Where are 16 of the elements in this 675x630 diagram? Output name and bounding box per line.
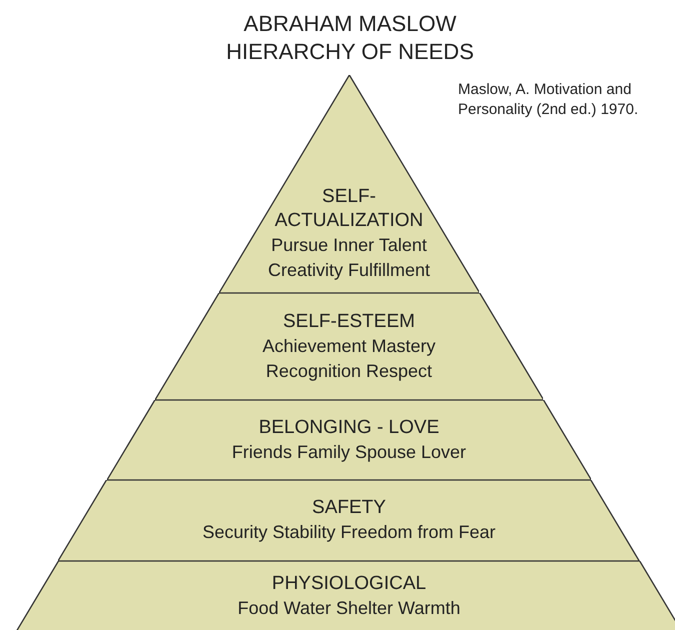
level-title: SELF-ACTUALIZATION: [274, 185, 424, 233]
level-description: Achievement Mastery Recognition Respect: [261, 334, 437, 383]
level-description: Pursue Inner Talent Creativity Fulfillment: [266, 234, 431, 282]
level-title: BELONGING - LOVE: [258, 416, 440, 440]
title: ABRAHAM MASLOW HIERARCHY OF NEEDS: [225, 10, 475, 66]
level-description: Food Water Shelter Warmth: [238, 597, 460, 620]
pyramid-level: [58, 480, 640, 561]
level-title: SELF-ESTEEM: [282, 310, 415, 334]
level-title: PHYSIOLOGICAL: [272, 572, 426, 596]
pyramid-level: [154, 293, 544, 400]
level-description: Friends Family Spouse Lover: [232, 440, 466, 464]
pyramid-level: [16, 561, 675, 630]
pyramid-level: [106, 400, 592, 480]
level-title: SAFETY: [312, 496, 386, 520]
citation-text: Maslow, A. Motivation and Personality (2nd ed.) 1970.: [458, 80, 640, 120]
level-description: Security Stability Freedom from Fear: [202, 521, 496, 544]
